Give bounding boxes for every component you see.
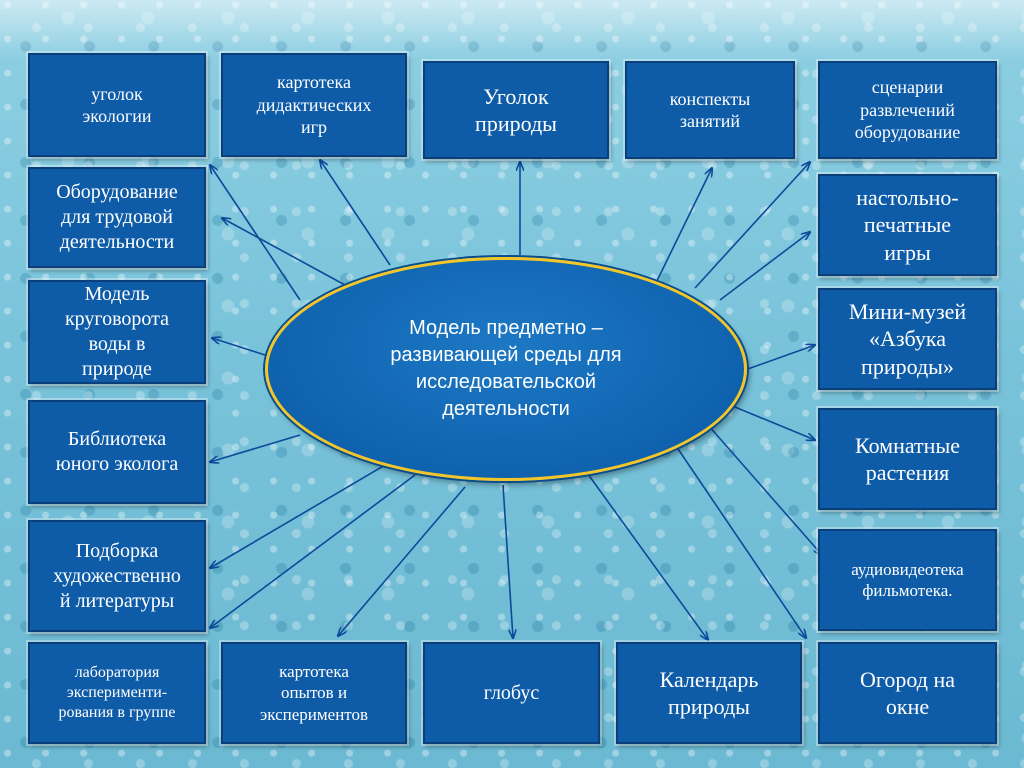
box-mini-muzei: Мини-музей «Азбука природы»	[818, 288, 997, 390]
arrow-to-nastolno	[719, 232, 810, 301]
center-ellipse: Модель предметно – развивающей среды для…	[265, 257, 747, 481]
arrow-to-audiovideoteka	[707, 424, 822, 555]
box-label: Оборудование для трудовой деятельности	[56, 181, 178, 253]
box-kartoteka-didakt: картотека дидактических игр	[221, 53, 407, 157]
arrow-to-ogorod	[671, 439, 806, 638]
background-wave	[0, 0, 1024, 60]
arrow-to-komnatnye	[729, 404, 815, 440]
arrow-to-laboratoriya	[210, 474, 416, 628]
box-label: глобус	[483, 681, 540, 704]
box-model-krugovorota: Модель круговорота воды в природе	[28, 280, 206, 384]
box-ugolok-ekologii: уголок экологии	[28, 53, 206, 157]
arrow-to-mini-muzei	[744, 345, 815, 371]
arrow-to-globus	[502, 484, 513, 638]
center-title: Модель предметно – развивающей среды для…	[390, 317, 622, 420]
box-label: Подборка художественно й литературы	[53, 539, 181, 612]
arrow-to-podborka	[210, 464, 386, 568]
box-label: уголок экологии	[82, 83, 152, 127]
box-label: Мини-музей «Азбука природы»	[848, 298, 967, 379]
box-kartoteka-opytov: картотека опытов и экспериментов	[221, 642, 407, 744]
box-konspekty: конспекты занятий	[625, 61, 795, 159]
box-oborudovanie-trud: Оборудование для трудовой деятельности	[28, 167, 206, 268]
box-globus: глобус	[423, 642, 600, 744]
arrow-to-scenarii	[694, 162, 810, 289]
arrow-to-biblioteka	[210, 434, 301, 462]
box-label: Огород на окне	[860, 666, 955, 720]
box-kalendar: Календарь природы	[616, 642, 802, 744]
box-scenarii: сценарии развлечений оборудование	[818, 61, 997, 159]
box-label: картотека опытов и экспериментов	[259, 662, 369, 724]
arrow-to-kartoteka-didakt	[320, 160, 391, 266]
box-nastolno: настольно- печатные игры	[818, 174, 997, 276]
box-ugolok-prirody: Уголок природы	[423, 61, 609, 159]
box-label: лаборатория эксперименти- рования в груп…	[58, 664, 176, 721]
arrow-to-model-krugovorota	[212, 338, 266, 356]
arrow-to-oborudovanie	[222, 218, 346, 286]
box-laboratoriya: лаборатория эксперименти- рования в груп…	[28, 642, 206, 744]
box-label: настольно- печатные игры	[856, 184, 959, 265]
box-label: Календарь природы	[659, 666, 759, 720]
box-label: Комнатные растения	[855, 432, 960, 486]
box-label: Уголок природы	[475, 83, 557, 137]
box-label: конспекты занятий	[669, 88, 751, 132]
box-audiovideoteka: аудиовидеотека фильмотека.	[818, 529, 997, 631]
box-podborka: Подборка художественно й литературы	[28, 520, 206, 632]
box-label: картотека дидактических игр	[256, 72, 372, 138]
box-label: сценарии развлечений оборудование	[854, 77, 961, 143]
box-label: Модель круговорота воды в природе	[64, 283, 170, 380]
box-label: аудиовидеотека фильмотека.	[851, 559, 964, 600]
arrow-to-konspekty	[654, 168, 712, 286]
arrow-to-ugolok-ekologii	[210, 165, 301, 301]
box-label: Библиотека юного эколога	[55, 428, 179, 475]
arrow-to-kartoteka-opytov	[338, 486, 466, 636]
box-ogorod: Огород на окне	[818, 642, 997, 744]
box-komnatnye: Комнатные растения	[818, 408, 997, 510]
arrow-to-kalendar	[584, 469, 708, 640]
box-biblioteka: Библиотека юного эколога	[28, 400, 206, 504]
